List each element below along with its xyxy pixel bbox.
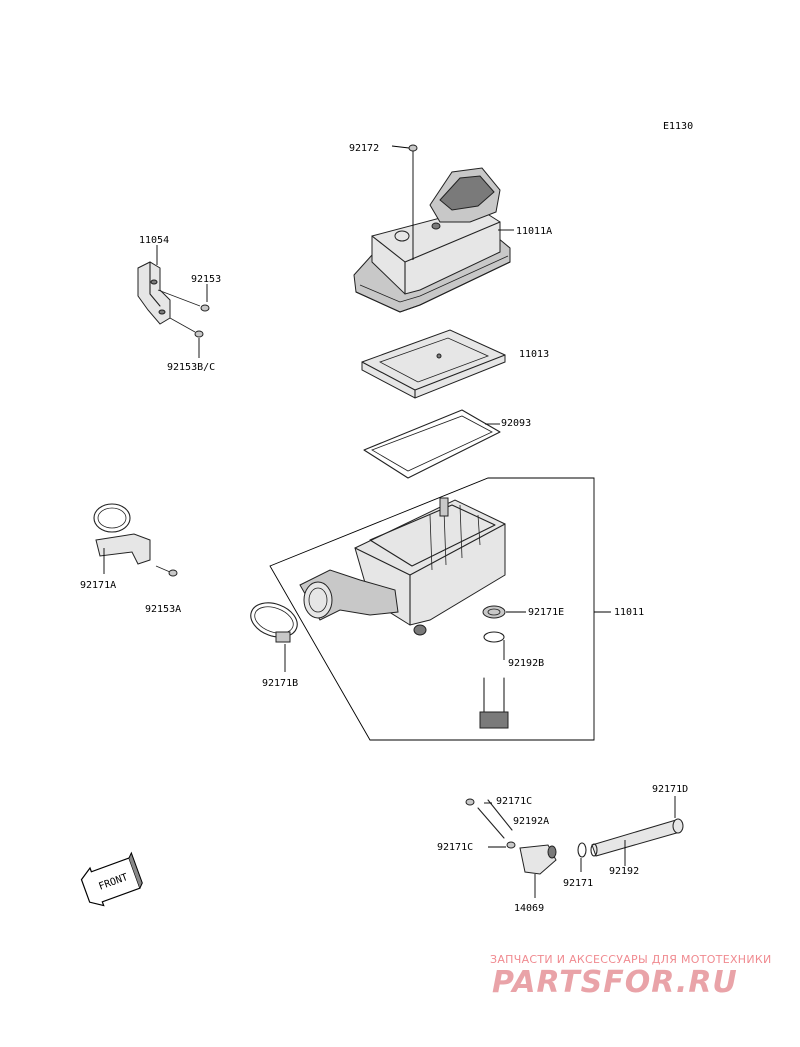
label-92171B: 92171B bbox=[262, 678, 298, 689]
label-11054: 11054 bbox=[139, 235, 169, 246]
label-92153A: 92153A bbox=[145, 604, 181, 615]
screw-92172 bbox=[391, 144, 418, 260]
label-92171D: 92171D bbox=[652, 784, 688, 795]
watermark-tagline: ЗАПЧАСТИ И АКСЕССУАРЫ ДЛЯ МОТОТЕХНИКИ bbox=[490, 953, 772, 966]
label-11013: 11013 bbox=[519, 349, 549, 360]
gasket-92093 bbox=[363, 409, 501, 479]
air-filter-element-11013 bbox=[361, 329, 506, 399]
label-92171C: 92171C bbox=[437, 842, 473, 853]
label-92171C-top: 92171C bbox=[496, 796, 532, 807]
label-92171: 92171 bbox=[563, 878, 593, 889]
label-92153BC: 92153B/C bbox=[167, 362, 215, 373]
breather-hose-92192A bbox=[465, 798, 513, 839]
label-11011: 11011 bbox=[614, 607, 644, 618]
bracket-11054 bbox=[137, 261, 171, 325]
front-arrow-icon: FRONT bbox=[80, 851, 143, 907]
diagram-code: E1130 bbox=[663, 121, 693, 132]
label-92172: 92172 bbox=[349, 143, 379, 154]
clamp-92171A bbox=[93, 503, 178, 577]
label-92171A: 92171A bbox=[80, 580, 116, 591]
bolt-92153BC bbox=[169, 317, 204, 338]
intake-duct bbox=[299, 569, 399, 621]
fitting-14069 bbox=[519, 844, 557, 875]
label-92192: 92192 bbox=[609, 866, 639, 877]
drain-tube bbox=[479, 677, 509, 729]
watermark-logo: PARTSFOR.RU bbox=[492, 965, 738, 1000]
label-92192A: 92192A bbox=[513, 816, 549, 827]
clamp-92171 bbox=[577, 842, 587, 858]
clamp-92171B bbox=[250, 602, 298, 643]
label-11011A: 11011A bbox=[516, 226, 552, 237]
clamp-92192B bbox=[483, 631, 505, 643]
air-cleaner-cover-11011A bbox=[353, 167, 511, 313]
label-92171E: 92171E bbox=[528, 607, 564, 618]
bolt-92153 bbox=[157, 289, 210, 312]
label-14069: 14069 bbox=[514, 903, 544, 914]
case-11011-outline bbox=[269, 477, 595, 741]
clamp-92171C bbox=[506, 841, 516, 849]
label-92093: 92093 bbox=[501, 418, 531, 429]
label-92153: 92153 bbox=[191, 274, 221, 285]
breather-hose-92192 bbox=[590, 818, 684, 857]
label-92192B: 92192B bbox=[508, 658, 544, 669]
clamp-92171E bbox=[482, 605, 506, 619]
